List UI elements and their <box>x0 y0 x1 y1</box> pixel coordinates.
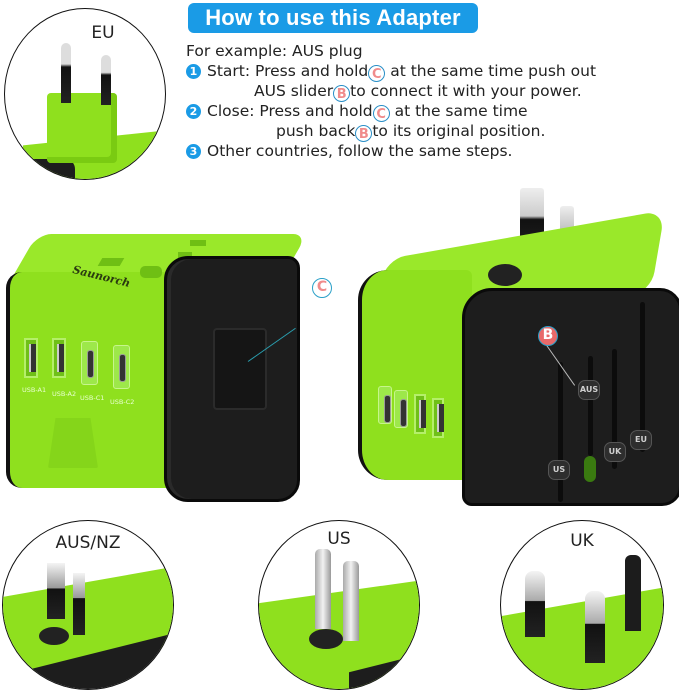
us-label: US <box>327 529 351 549</box>
port-label: USB-A1 <box>22 386 47 394</box>
uk-label: UK <box>570 531 594 551</box>
grip-recess <box>48 418 98 468</box>
uk-pin-center <box>585 591 605 663</box>
step-text: push back <box>276 121 356 140</box>
port-label: USB-C2 <box>110 398 135 406</box>
adapter-side-face <box>358 270 472 480</box>
step-number-badge: 2 <box>186 103 201 119</box>
uk-pin-left <box>525 571 545 637</box>
port-label: USB-C1 <box>80 394 105 402</box>
slider-eu[interactable]: EU <box>630 430 652 450</box>
callout-b-icon: B <box>538 326 558 346</box>
port-label: USB-A2 <box>52 390 77 398</box>
aus-pin-right <box>73 573 85 635</box>
callout-c-icon: C <box>312 278 332 298</box>
slider-track <box>640 302 645 452</box>
marker-b-icon: B <box>333 84 351 102</box>
release-button-c <box>213 328 267 410</box>
usb-a1-port <box>24 338 38 378</box>
slider-uk[interactable]: UK <box>604 442 626 462</box>
marker-c-icon: C <box>372 104 390 122</box>
step-text: at the same time <box>389 101 528 120</box>
adapter-edge <box>15 159 75 179</box>
marker-c-icon: C <box>368 64 386 82</box>
usb-c1-port <box>394 390 408 428</box>
eu-plug-view: EU <box>4 8 166 180</box>
step-text: Close: Press and hold <box>207 101 373 120</box>
aus-pin-left <box>47 563 65 619</box>
uk-plug-view: UK <box>500 520 664 690</box>
socket-slot <box>97 258 125 266</box>
slider-track <box>558 362 563 502</box>
aus-slot-opening <box>584 456 596 482</box>
aus-nz-label: AUS/NZ <box>55 533 121 553</box>
marker-b-icon: B <box>355 124 373 142</box>
example-text: For example: AUS plug <box>186 42 363 60</box>
usb-c2-port <box>113 345 130 389</box>
slider-track <box>588 356 593 456</box>
step-number-badge: 3 <box>186 143 201 159</box>
eu-label: EU <box>91 23 115 43</box>
uk-earth-pin <box>625 555 641 631</box>
rotary-dial <box>309 629 343 649</box>
eu-pin-right <box>101 55 111 105</box>
step-text: to its original position. <box>372 121 546 140</box>
title-banner: How to use this Adapter <box>188 3 478 33</box>
usb-a2-port <box>414 394 426 434</box>
socket-slot <box>190 240 206 246</box>
adapter-front-view: Saunorch USB-A1 USB-A2 USB-C1 USB-C2 C <box>0 228 332 502</box>
usb-a2-port <box>52 338 66 378</box>
eu-pin-left <box>61 43 71 103</box>
us-pin-right <box>343 561 359 641</box>
rotary-dial <box>39 627 69 645</box>
step-3-line-1: 3 Other countries, follow the same steps. <box>186 142 676 162</box>
rotary-dial <box>488 264 522 286</box>
adapter-black-panel <box>462 288 679 506</box>
slider-track <box>612 349 617 469</box>
usb-c1-port <box>81 341 98 385</box>
instructions: For example: AUS plug 1 Start: Press and … <box>186 42 676 161</box>
us-pin-left <box>315 549 331 629</box>
slider-us[interactable]: US <box>548 460 570 480</box>
socket-slot <box>140 266 162 278</box>
usb-a1-port <box>432 398 444 438</box>
us-plug-view: US <box>258 520 420 690</box>
aus-nz-plug-view: AUS/NZ <box>2 520 174 690</box>
step-text: at the same time push out <box>385 61 597 80</box>
step-text: Start: Press and hold <box>207 61 369 80</box>
usb-c2-port <box>378 386 392 424</box>
step-text: Other countries, follow the same steps. <box>207 141 513 160</box>
step-text: AUS slider <box>254 81 334 100</box>
slider-aus[interactable]: AUS <box>578 380 600 400</box>
step-number-badge: 1 <box>186 63 201 79</box>
page-title: How to use this Adapter <box>205 5 461 30</box>
adapter-back-view: CE AUS US UK EU B <box>348 184 679 506</box>
step-text: to connect it with your power. <box>350 81 582 100</box>
